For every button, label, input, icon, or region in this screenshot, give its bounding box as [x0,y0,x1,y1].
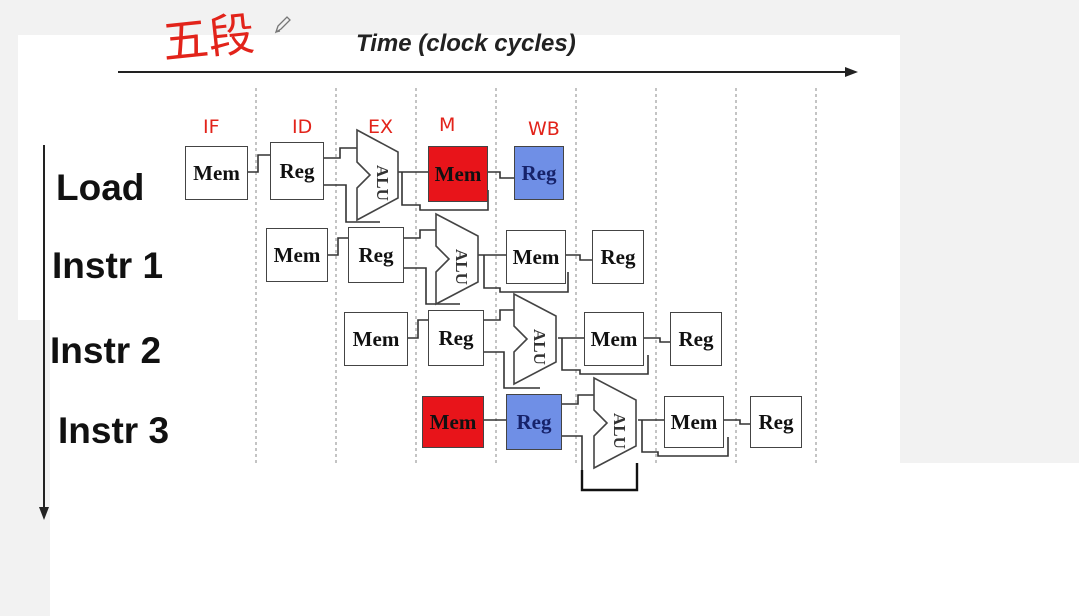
alu-unit [435,212,479,306]
alu-label: ALU [452,249,471,285]
instr1-if-mem-box: Mem [266,228,328,282]
blank-area [50,463,1079,616]
instruction-label-instr2: Instr 2 [50,330,162,371]
instr2-wb-reg-box: Reg [670,312,722,366]
load-wb-reg-box: Reg [514,146,564,200]
instr3-m-mem-box: Mem [664,396,724,448]
alu-unit [356,128,399,222]
alu-unit [593,376,637,470]
alu-label: ALU [610,413,629,449]
alu-unit [513,292,557,386]
stage-label-ex: EX [368,116,394,138]
load-id-reg-box: Reg [270,142,324,200]
instruction-label-instr3: Instr 3 [58,410,170,451]
instruction-label-load: Load [56,167,145,208]
load-m-mem-box: Mem [428,146,488,202]
stage-label-m: M [439,114,456,136]
alu-label: ALU [373,165,392,201]
instr2-id-reg-box: Reg [428,310,484,366]
instr1-id-reg-box: Reg [348,227,404,283]
stage-label-id: ID [292,116,313,138]
instr3-wb-reg-box: Reg [750,396,802,448]
instr1-wb-reg-box: Reg [592,230,644,284]
alu-label: ALU [530,329,549,365]
instr2-m-mem-box: Mem [584,312,644,366]
load-if-mem-box: Mem [185,146,248,200]
instr1-m-mem-box: Mem [506,230,566,284]
instruction-label-instr1: Instr 1 [52,245,164,286]
instr3-if-mem-box: Mem [422,396,484,448]
stage-label-wb: WB [528,118,560,140]
instr2-if-mem-box: Mem [344,312,408,366]
time-axis-label: Time (clock cycles) [356,30,576,57]
instr3-id-reg-box: Reg [506,394,562,450]
stage-label-if: IF [203,116,220,138]
pen-cursor-icon [274,16,291,34]
